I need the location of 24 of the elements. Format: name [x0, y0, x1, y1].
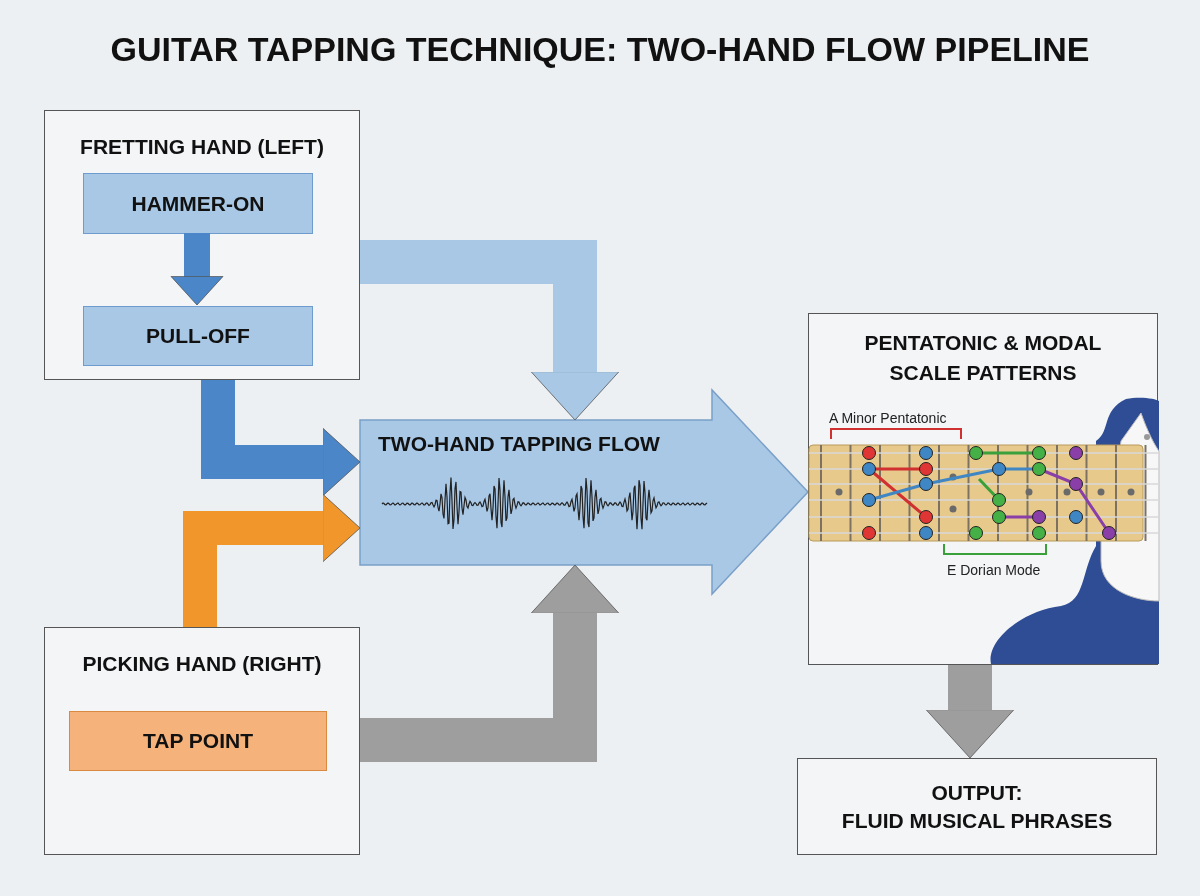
- process-box: [83, 306, 313, 366]
- node-label: TWO-HAND TAPPING FLOW: [378, 432, 660, 456]
- step-label: PULL-OFF: [146, 323, 250, 349]
- panel-heading: PENTATONIC & MODAL SCALE PATTERNS: [863, 330, 1103, 386]
- step-label: HAMMER-ON: [131, 190, 265, 217]
- process-box: [69, 711, 327, 771]
- hand-group-panel: [44, 627, 360, 855]
- block-arrow: [360, 240, 620, 421]
- block-arrow: [170, 233, 224, 306]
- panel-heading: PICKING HAND (RIGHT): [81, 652, 323, 676]
- scale-label: E Dorian Mode: [947, 562, 1041, 578]
- block-arrow: [925, 665, 1015, 759]
- scale-label: A Minor Pentatonic: [829, 410, 947, 426]
- panel-heading: FRETTING HAND (LEFT): [79, 135, 325, 159]
- step-label: OUTPUT:: [931, 779, 1023, 806]
- block-arrow: [201, 380, 361, 497]
- hand-group-panel: [44, 110, 360, 380]
- diagram-title: GUITAR TAPPING TECHNIQUE: TWO-HAND FLOW PIPELINE: [109, 30, 1091, 69]
- scale-patterns-panel: [808, 313, 1158, 665]
- step-label: FLUID MUSICAL PHRASES: [841, 807, 1113, 834]
- output-box: [797, 758, 1157, 855]
- block-arrow: [360, 564, 620, 762]
- step-label: TAP POINT: [142, 728, 254, 754]
- process-box: [83, 173, 313, 234]
